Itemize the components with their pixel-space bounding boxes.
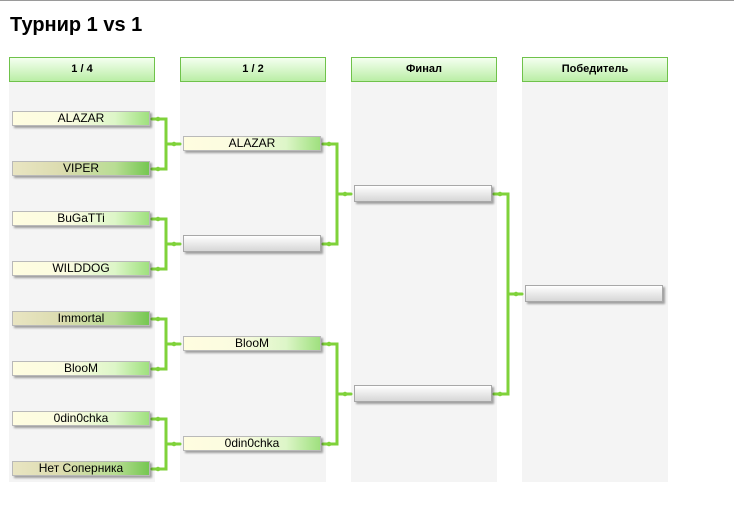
sf-slot-2[interactable] [183, 235, 321, 252]
qf-slot-4[interactable]: WILDDOG [12, 261, 150, 276]
winner-slot[interactable] [525, 285, 663, 302]
final-slot-2[interactable] [354, 385, 492, 402]
page-title: Турнир 1 vs 1 [10, 14, 143, 36]
column-header-winner: Победитель [522, 57, 668, 82]
sf-slot-4[interactable]: 0din0chka [183, 436, 321, 451]
qf-slot-2[interactable]: VIPER [12, 161, 150, 176]
qf-slot-7[interactable]: 0din0chka [12, 411, 150, 426]
column-header-semifinals: 1 / 2 [180, 57, 326, 82]
qf-slot-8[interactable]: Нет Соперника [12, 461, 150, 476]
qf-slot-6[interactable]: BlooM [12, 361, 150, 376]
qf-slot-1[interactable]: ALAZAR [12, 111, 150, 126]
column-final-area [351, 82, 497, 482]
qf-slot-5[interactable]: Immortal [12, 311, 150, 326]
column-header-final: Финал [351, 57, 497, 82]
column-winner-area [522, 82, 668, 482]
final-slot-1[interactable] [354, 185, 492, 202]
sf-slot-3[interactable]: BlooM [183, 336, 321, 351]
qf-slot-3[interactable]: BuGaTTi [12, 211, 150, 226]
top-divider [0, 0, 734, 1]
column-header-quarterfinals: 1 / 4 [9, 57, 155, 82]
sf-slot-1[interactable]: ALAZAR [183, 136, 321, 151]
